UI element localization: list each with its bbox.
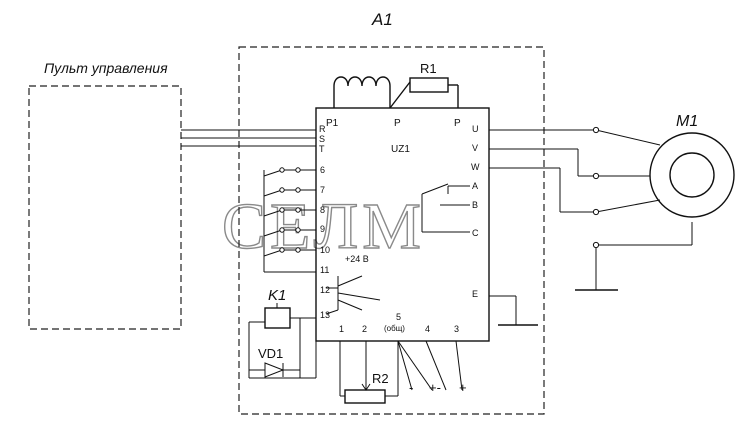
pin-c: C [472,228,479,238]
top-circuit [333,76,459,109]
pin-w: W [471,162,480,172]
r1-resistor [409,77,449,93]
pin-a: A [472,181,478,191]
k1-coil [264,307,291,329]
pin-bottom-1: 1 [339,324,344,334]
uz1-label: UZ1 [391,144,410,155]
vd1-diode [264,362,285,378]
control-panel-label: Пульт управления [44,60,168,76]
r1-label: R1 [420,61,437,76]
control-panel-box [28,85,182,330]
motor-wiring [489,126,693,291]
inductor [333,76,391,87]
k1-label: K1 [268,287,286,304]
pin-u: U [472,124,479,134]
pin-s: S [319,134,325,144]
pin-6: 6 [320,165,325,175]
sign-minus: - [409,380,413,395]
pin-v: V [472,143,478,153]
rst-feed-lines [181,129,316,147]
pin-bottom-4: 4 [425,324,430,334]
pin-r: R [319,124,326,134]
pin-t: T [319,144,325,154]
pin-bottom-common: (общ) [384,324,405,333]
pin-p-right: P [454,118,461,129]
relay-contact [421,183,470,233]
r2-label: R2 [372,371,389,386]
output-transistor [325,275,381,315]
ground-e [489,295,538,326]
pin-11: 11 [320,265,329,275]
pin-b: B [472,200,478,210]
pin-p1: P1 [326,118,339,129]
m1-label: M1 [676,113,698,130]
sign-plus-minus: +- [429,380,441,395]
pin-bottom-2: 2 [362,324,367,334]
pin-e: E [472,289,478,299]
pin-12: 12 [320,285,330,295]
watermark: СЕЛМ [222,190,425,263]
switch-bank [263,167,316,273]
pin-24v: +24 B [345,254,369,264]
r2-circuit [339,340,463,404]
a1-enclosure [238,46,545,415]
pin-p-mid: P [394,118,401,129]
pin-13: 13 [320,310,330,320]
pin-bottom-3: 3 [454,324,459,334]
k1-relay-circuit [248,303,317,379]
r2-resistor [344,389,386,404]
a1-label: A1 [371,10,393,29]
pin-bottom-5: 5 [396,312,401,322]
pin-7: 7 [320,185,325,195]
pin-8: 8 [320,205,325,215]
uz1-block [315,107,490,342]
vd1-label: VD1 [258,346,283,361]
pin-9: 9 [320,224,325,234]
sign-plus: + [459,380,467,395]
pin-10: 10 [320,245,330,255]
motor-m1 [649,132,735,218]
